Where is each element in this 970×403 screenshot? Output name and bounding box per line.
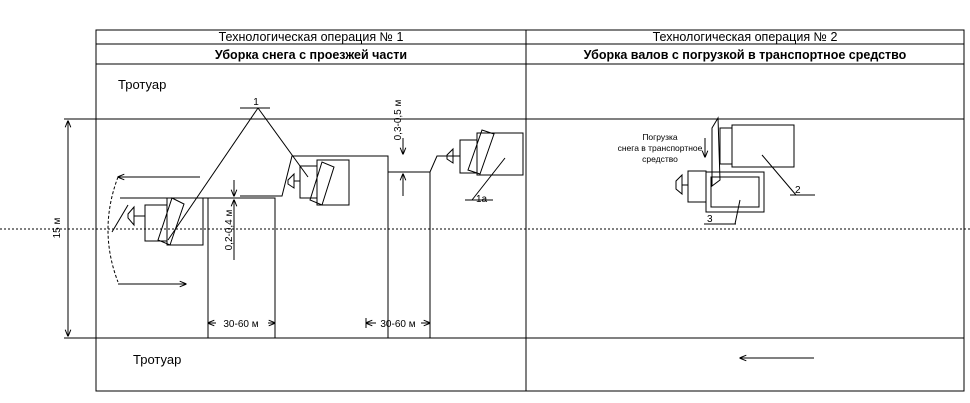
callout-1a: 1а	[476, 194, 488, 205]
plow-vehicle-mid	[287, 159, 350, 206]
loading-note: Погрузка снега в транспортное средство	[618, 132, 703, 164]
road-width-dimension: 15 м	[52, 121, 68, 336]
gap-low-label: 0,2-0,4 м	[224, 209, 235, 250]
maneuver-arrows	[107, 174, 403, 284]
loading-note-line-3: средство	[642, 154, 678, 164]
step-2-label: 30-60 м	[380, 319, 415, 330]
step-2-dimension: 30-60 м	[366, 318, 430, 330]
callout-leaders	[167, 107, 506, 241]
operation-1-label: Технологическая операция № 1	[219, 30, 404, 44]
sidewalk-bottom-label: Тротуар	[133, 352, 181, 367]
operation-2-label: Технологическая операция № 2	[653, 30, 838, 44]
sidewalk-top-label: Тротуар	[118, 77, 166, 92]
callout-leaders-op2	[704, 154, 815, 225]
gap-high-label: 0,3-0,5 м	[393, 99, 404, 140]
operation-2-title: Уборка валов с погрузкой в транспортное …	[584, 48, 907, 62]
step-1-label: 30-60 м	[223, 319, 258, 330]
operation-1-title: Уборка снега с проезжей части	[215, 48, 407, 62]
plow-vehicle-low	[111, 197, 204, 246]
gap-high-dimension: 0,3-0,5 м	[393, 99, 404, 154]
gap-low-dimension: 0,2-0,4 м	[224, 180, 235, 260]
loading-note-line-1: Погрузка	[642, 132, 678, 142]
snow-loader-vehicle	[705, 116, 795, 187]
plow-vehicle-1a	[446, 129, 524, 176]
dump-truck	[675, 170, 765, 213]
callout-3: 3	[707, 214, 713, 225]
road-width-label: 15 м	[52, 217, 63, 238]
loading-note-line-2: снега в транспортное	[618, 143, 703, 153]
callout-1: 1	[253, 97, 259, 108]
callout-2: 2	[795, 185, 801, 196]
step-1-dimension: 30-60 м	[208, 319, 275, 330]
plow-path-outline	[120, 155, 460, 338]
